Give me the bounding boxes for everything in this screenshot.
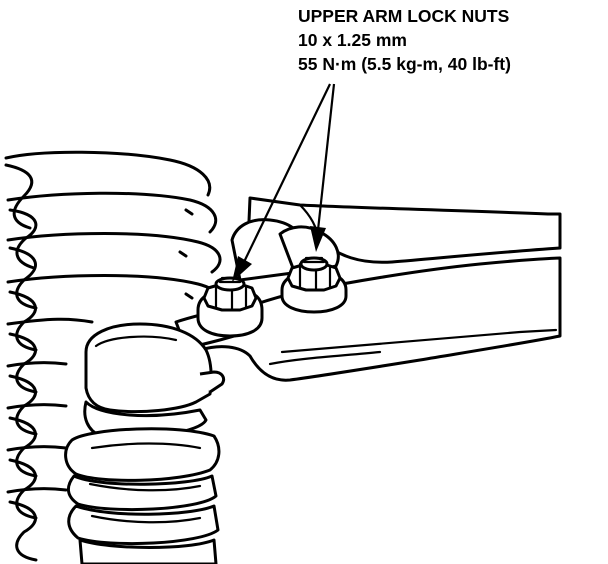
leader-arrows xyxy=(232,83,336,282)
lock-nut-back xyxy=(280,256,348,314)
ball-joint-boot xyxy=(64,322,226,564)
callout-torque: 55 N·m (5.5 kg-m, 40 lb-ft) xyxy=(298,54,511,74)
callout-title: UPPER ARM LOCK NUTS xyxy=(298,6,510,26)
coil-spring xyxy=(4,150,222,562)
lock-nut-front xyxy=(196,276,264,338)
callout-size: 10 x 1.25 mm xyxy=(298,30,407,50)
upper-arm xyxy=(174,196,562,382)
lock-nuts-callout: UPPER ARM LOCK NUTS 10 x 1.25 mm 55 N·m … xyxy=(298,4,511,76)
